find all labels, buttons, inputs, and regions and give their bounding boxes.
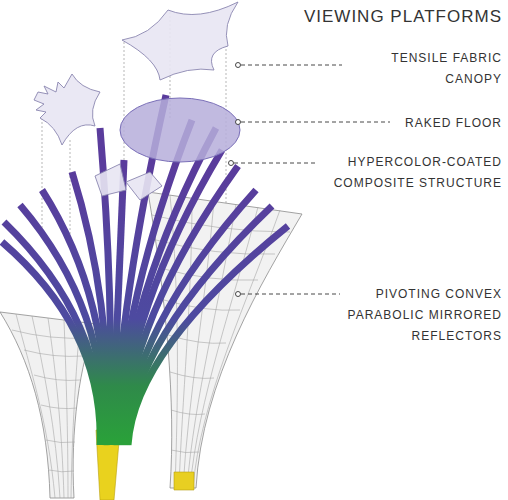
callout-label: RAKED FLOOR (342, 113, 502, 134)
leader-line (241, 122, 390, 123)
suspension-line (124, 42, 125, 170)
grid-line (34, 375, 80, 380)
raked-floor (120, 98, 240, 162)
composite-rod (42, 190, 106, 445)
leader-line (241, 294, 340, 295)
grid-line (41, 405, 77, 409)
grid-line (32, 316, 60, 498)
tensile-canopy (122, 2, 238, 80)
leader-dot (236, 120, 241, 125)
leader-line (234, 163, 318, 164)
grid-line (64, 320, 68, 498)
grid-line (71, 322, 80, 498)
grid-line (24, 350, 84, 356)
callout-label: HYPERCOLOR-COATED COMPOSITE STRUCTURE (320, 152, 502, 194)
grid-line (171, 450, 199, 453)
callout-label: TENSILE FABRIC CANOPY (342, 48, 502, 90)
leader-dot (236, 63, 241, 68)
leader-line (241, 65, 342, 66)
tensile-canopy (126, 172, 162, 200)
tower-footing (174, 472, 194, 490)
suspension-line (70, 140, 71, 245)
composite-rod (128, 226, 288, 445)
canopies (34, 2, 238, 200)
grid-line (170, 372, 214, 378)
leader-dot (229, 161, 234, 166)
composite-structure (2, 95, 288, 445)
grid-line (171, 410, 205, 415)
tensile-canopy (34, 74, 100, 145)
callout-label: PIVOTING CONVEX PARABOLIC MIRRORED REFLE… (320, 284, 502, 347)
suspension-line (42, 118, 43, 230)
grid-line (16, 314, 55, 498)
composite-rod (126, 206, 272, 445)
diagram-title: VIEWING PLATFORMS (304, 6, 502, 28)
grid-line (46, 440, 75, 443)
grid-line (49, 470, 74, 472)
leader-dot (236, 292, 241, 297)
tensile-canopy (95, 164, 126, 196)
